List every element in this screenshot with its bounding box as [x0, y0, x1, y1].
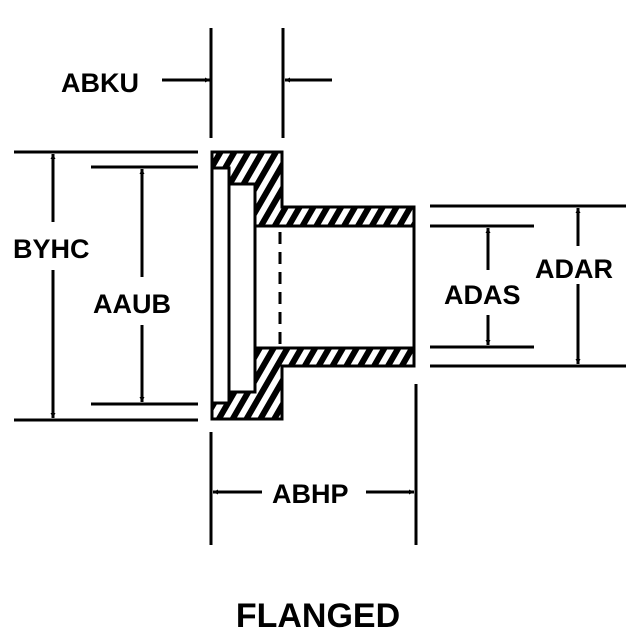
drawing-title: FLANGED [236, 597, 400, 635]
flange-face [210, 166, 231, 405]
label-abku: ABKU [61, 68, 139, 98]
label-adas: ADAS [444, 280, 521, 310]
label-aaub: AAUB [93, 289, 171, 319]
extension-lines [14, 28, 626, 545]
label-byhc: BYHC [13, 234, 90, 264]
label-abhp: ABHP [272, 479, 349, 509]
counterbore [227, 182, 257, 394]
bore-outline [253, 207, 416, 366]
bushing-section [210, 150, 416, 421]
label-adar: ADAR [535, 254, 613, 284]
